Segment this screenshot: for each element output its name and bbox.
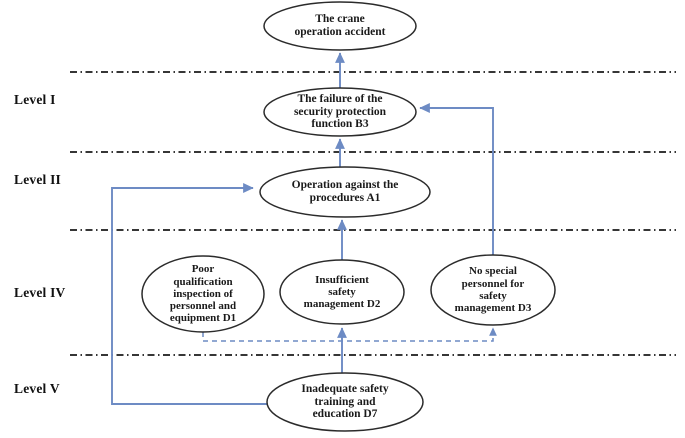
- arrow-d3-to-b3: [419, 103, 494, 258]
- arrow-d7-to-a1: [111, 183, 267, 405]
- arrow-d1-to-d3: [202, 327, 497, 342]
- ellipse-inadequate-safety-training-d7[interactable]: [266, 372, 424, 432]
- level-label-4: Level IV: [14, 285, 66, 300]
- node-shapes: [141, 1, 556, 432]
- connectors: [111, 52, 497, 405]
- ellipse-operation-against-procedures-a1[interactable]: [259, 166, 431, 218]
- ellipse-crane-operation-accident[interactable]: [263, 1, 417, 51]
- level-label-5: Level V: [14, 381, 60, 396]
- level-label-2: Level II: [14, 172, 61, 187]
- ellipse-no-special-personnel-d3[interactable]: [430, 254, 556, 326]
- ellipse-insufficient-safety-management-d2[interactable]: [279, 259, 405, 325]
- level-label-1: Level I: [14, 92, 56, 107]
- ellipse-failure-security-protection-b3[interactable]: [263, 87, 417, 137]
- ellipse-poor-qualification-inspection-d1[interactable]: [141, 255, 265, 333]
